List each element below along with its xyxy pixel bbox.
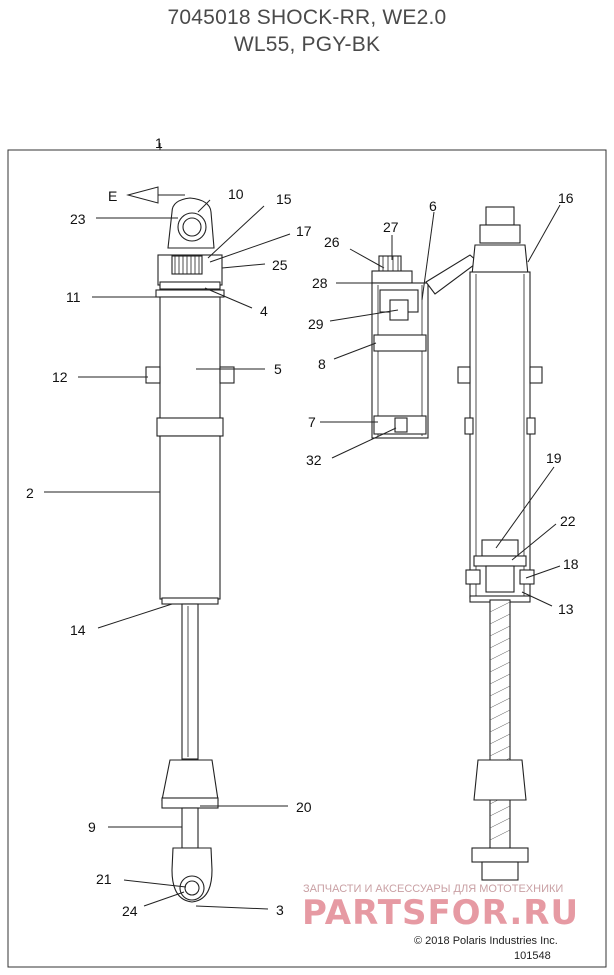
callout-19: 19 <box>546 450 562 466</box>
callout-leaders <box>44 199 561 910</box>
watermark-tagline: ЗАПЧАСТИ И АКСЕССУАРЫ ДЛЯ МОТОТЕХНИКИ <box>303 883 563 895</box>
callout-14: 14 <box>70 622 86 638</box>
callout-16: 16 <box>558 190 574 206</box>
callout-10: 10 <box>228 186 244 202</box>
callout-2: 2 <box>26 485 34 501</box>
callout-9: 9 <box>88 819 96 835</box>
callout-8: 8 <box>318 356 326 372</box>
callout-24: 24 <box>122 903 138 919</box>
callout-13: 13 <box>558 601 574 617</box>
direction-arrow-icon: E <box>108 186 185 204</box>
callout-23: 23 <box>70 211 86 227</box>
diagram-title-line2: WL55, PGY-BK <box>233 33 381 56</box>
callout-3: 3 <box>276 902 284 918</box>
callout-5: 5 <box>274 361 282 377</box>
callout-20: 20 <box>296 799 312 815</box>
callout-17: 17 <box>296 223 312 239</box>
diagram-frame <box>7 149 607 968</box>
callout-labels: 1 10 15 23 17 25 11 4 12 5 2 14 9 20 21 … <box>26 135 579 919</box>
callout-11: 11 <box>66 289 81 305</box>
callout-29: 29 <box>308 316 324 332</box>
callout-27: 27 <box>383 219 399 235</box>
callout-1: 1 <box>155 135 163 151</box>
drawing-number: 101548 <box>514 950 551 962</box>
section-view-shock <box>457 206 543 881</box>
direction-label: E <box>108 188 117 204</box>
left-shock-assembly <box>145 197 235 903</box>
callout-22: 22 <box>560 513 576 529</box>
callout-18: 18 <box>563 556 579 572</box>
callout-4: 4 <box>260 303 268 319</box>
diagram-title-line1: 7045018 SHOCK-RR, WE2.0 <box>167 6 447 29</box>
callout-28: 28 <box>312 275 328 291</box>
callout-21: 21 <box>96 871 112 887</box>
callout-7: 7 <box>308 414 316 430</box>
callout-26: 26 <box>324 234 340 250</box>
callout-12: 12 <box>52 369 68 385</box>
callout-15: 15 <box>276 191 292 207</box>
reservoir-assembly <box>371 254 479 439</box>
callout-25: 25 <box>272 257 288 273</box>
callout-32: 32 <box>306 452 322 468</box>
watermark-logo: PARTSFOR.RU <box>302 893 579 933</box>
copyright-notice: © 2018 Polaris Industries Inc. <box>414 935 558 947</box>
callout-6: 6 <box>429 198 437 214</box>
